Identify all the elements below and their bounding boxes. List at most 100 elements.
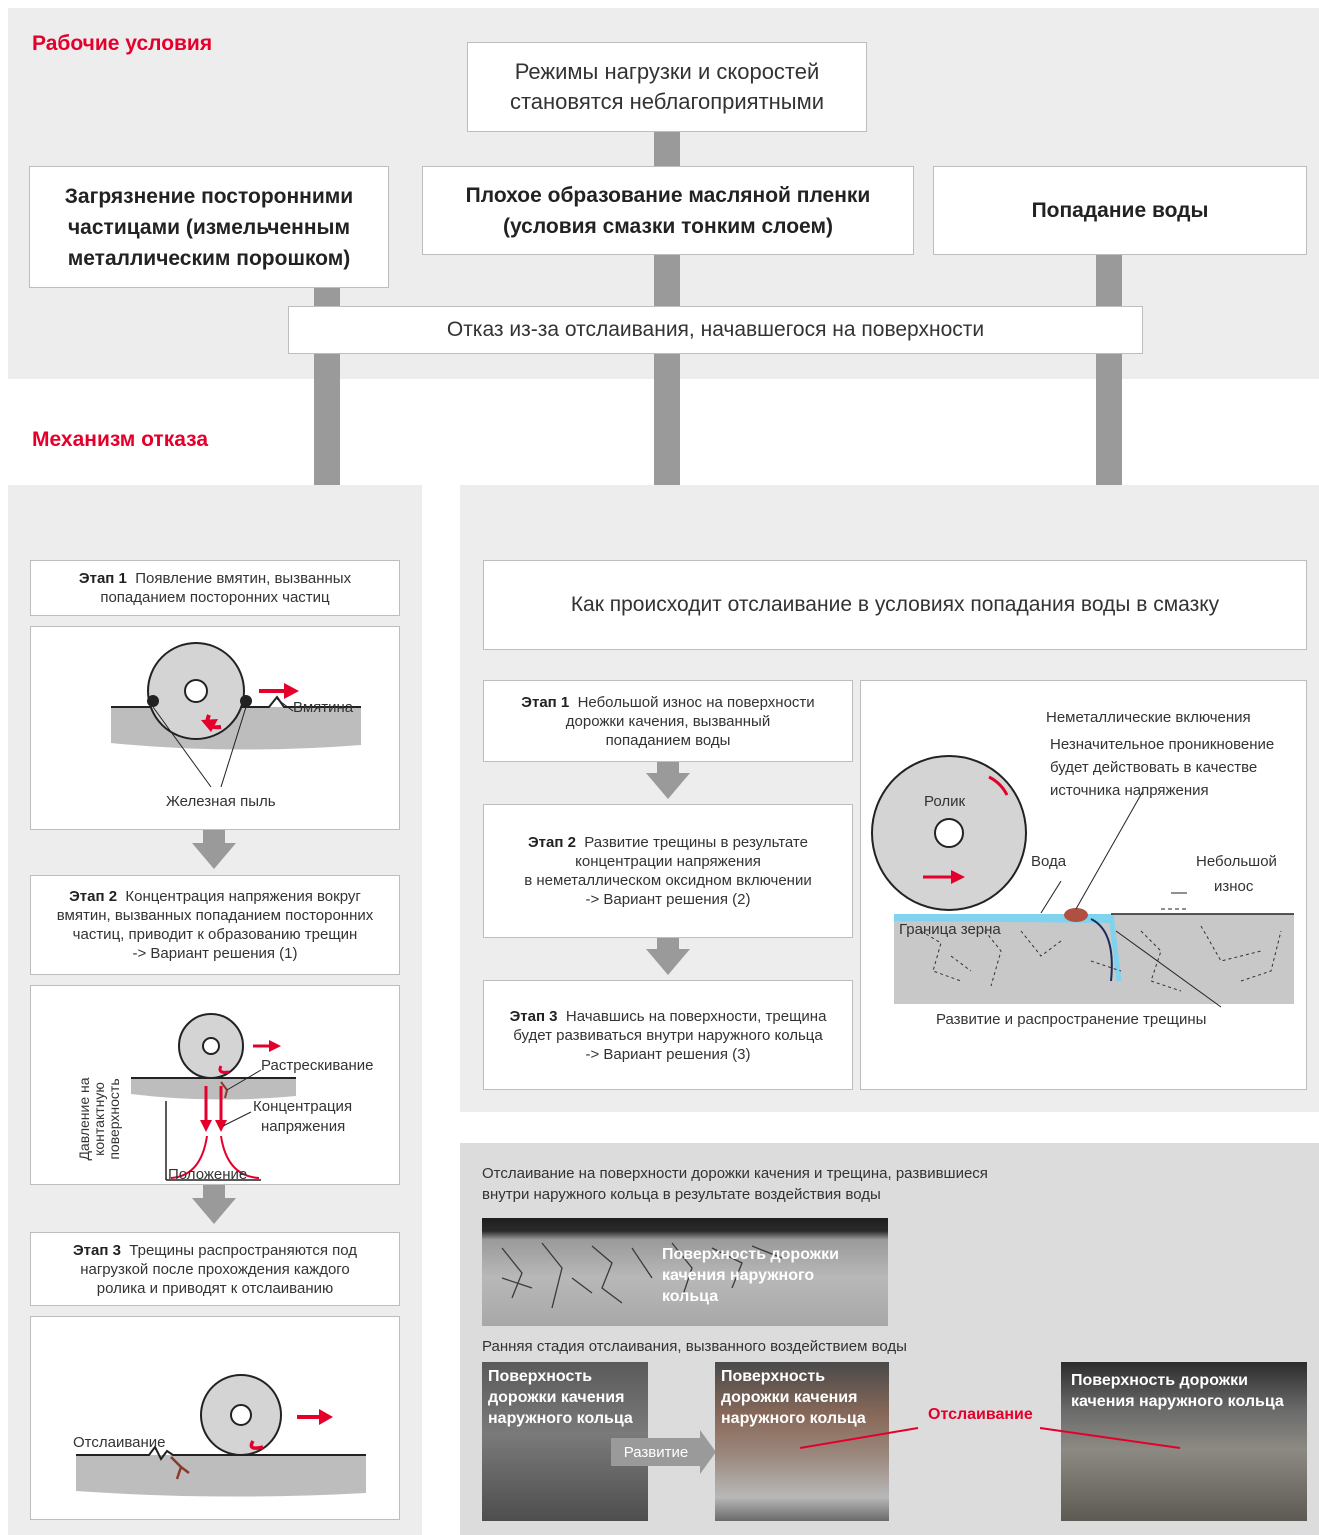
left-arrow-shaft-2 (203, 1185, 225, 1199)
water-film (894, 914, 1111, 923)
concentration-label-2: напряжения (261, 1118, 346, 1135)
right-stage-2: Этап 2 Развитие трещины в результате кон… (483, 804, 853, 938)
raceway-body (131, 1078, 296, 1100)
development-label: Развитие (623, 1443, 689, 1461)
left-diagram-3: Отслаивание (30, 1316, 400, 1520)
right-stage-1-label: Этап 1 (521, 693, 570, 711)
left-stage-3-label: Этап 3 (73, 1241, 121, 1259)
wear-label-2: износ (1214, 878, 1254, 895)
photo-2-line3: наружного кольца (488, 1410, 633, 1427)
top-connector (654, 132, 680, 166)
left-stage-3: Этап 3 Трещины распространяются под нагр… (30, 1232, 400, 1306)
dent-pointer (276, 698, 294, 712)
left-stage-3-line3: ролика и приводят к отслаиванию (96, 1279, 334, 1297)
right-stage-3-label: Этап 3 (509, 1007, 558, 1025)
inclusion-pointer (1075, 790, 1144, 910)
photo-1-line3: кольца (662, 1288, 719, 1305)
inclusions-label-4: источника напряжения (1050, 782, 1209, 799)
photo-1-line2: качения наружного (662, 1267, 815, 1284)
dust-pointer-1 (152, 706, 212, 788)
crack-network (501, 1242, 783, 1309)
failure-text: Отказ из-за отслаивания, начавшегося на … (446, 318, 985, 341)
grain-boundary-label: Граница зерна (899, 921, 1001, 938)
top-condition-box: Режимы нагрузки и скоростей становятся н… (467, 42, 867, 132)
left-stage-2: Этап 2 Концентрация напряжения вокруг вм… (30, 875, 400, 975)
surface-flaking-failure-box: Отказ из-за отслаивания, начавшегося на … (288, 306, 1143, 354)
crack-pointer (226, 1069, 262, 1091)
concentration-pointer (222, 1111, 252, 1127)
inclusions-label-2: Незначительное проникновение (1050, 736, 1275, 753)
photo-3-line3: наружного кольца (721, 1410, 866, 1427)
photo-caption-1-line1: Отслаивание на поверхности дорожки качен… (482, 1165, 988, 1182)
flaking-diagram-svg (76, 1374, 366, 1497)
right-stage-2-line1: Развитие трещины в результате (584, 834, 808, 851)
pressure-label-2: контактную (91, 1082, 107, 1156)
roller-hub-icon (202, 1037, 220, 1055)
roller-hub-icon (230, 1404, 252, 1426)
right-arrow-shaft-2 (657, 938, 679, 950)
dent-diagram-svg (111, 642, 361, 788)
left-stage-3-line1: Трещины распространяются под (129, 1241, 357, 1259)
left-stage-1: Этап 1 Появление вмятин, вызванных попад… (30, 560, 400, 616)
left-stage-2-line1: Концентрация напряжения вокруг (125, 888, 361, 905)
crack-pointer (1115, 930, 1222, 1008)
crack-icon (170, 1456, 190, 1480)
rotation-arrow-icon (249, 1440, 264, 1450)
photo-caption-1-line2: внутри наружного кольца в результате воз… (482, 1186, 881, 1203)
right-stage-1-line1: Небольшой износ на поверхности (577, 693, 815, 711)
right-stage-2-line2: концентрации напряжения (575, 853, 761, 870)
cause-oil-film: Плохое образование масляной пленки (усло… (422, 166, 914, 255)
motion-arrowhead-icon (269, 1040, 281, 1052)
stress-diagram-svg (131, 1013, 296, 1181)
crack-network-svg (501, 1242, 783, 1309)
cause-water: Попадание воды (933, 166, 1307, 255)
right-stage-3: Этап 3 Начавшись на поверхности, трещина… (483, 980, 853, 1090)
concentration-label-1: Концентрация (253, 1098, 353, 1115)
pressure-label-1: Давление на (76, 1077, 92, 1161)
water-penetration (1108, 913, 1122, 982)
inclusions-label-1: Неметаллические включения (1046, 709, 1251, 726)
photo-caption-2: Ранняя стадия отслаивания, вызванного во… (482, 1338, 907, 1355)
right-arrow-head-1 (646, 773, 690, 799)
stress-curve (170, 1135, 260, 1179)
cause-contamination-line3: металлическим порошком) (67, 246, 351, 270)
left-stage-2-line3: частиц, приводит к образованию трещин (72, 926, 358, 943)
raceway-body (76, 1455, 366, 1497)
photo-2-label: Поверхность дорожки качения наружного ко… (488, 1366, 633, 1429)
right-arrow-head-2 (646, 949, 690, 975)
dent-label: Вмятина (293, 699, 354, 716)
photo-2-line1: Поверхность (488, 1368, 593, 1385)
left-stage-3-line2: нагрузкой после прохождения каждого (80, 1260, 350, 1278)
pressure-axis-label: Давление на контактную поверхность (76, 1059, 122, 1179)
left-stage-1-line1: Появление вмятин, вызванных (135, 570, 352, 587)
right-stage-3-line3: -> Вариант решения (3) (585, 1045, 751, 1063)
right-stage-2-line3: в неметаллическом оксидном включении (524, 872, 812, 889)
wear-label-1: Небольшой (1196, 853, 1277, 870)
raceway-body (894, 914, 1294, 1004)
left-stage-1-label: Этап 1 (78, 570, 127, 587)
cause-contamination-line2: частицами (измельченным (67, 215, 350, 239)
photo-4-line1: Поверхность дорожки (1071, 1372, 1248, 1389)
left-arrow-shaft-1 (203, 830, 225, 844)
photo-4-label: Поверхность дорожки качения наружного ко… (1071, 1370, 1284, 1412)
right-stage-2-label: Этап 2 (528, 834, 576, 851)
water-diagram: Неметаллические включения Незначительное… (860, 680, 1307, 1090)
left-stage-1-line2: попаданием посторонних частиц (100, 589, 330, 606)
photo-3-line1: Поверхность (721, 1368, 826, 1385)
flaking-developed-photo: Поверхность дорожки качения наружного ко… (715, 1362, 889, 1521)
right-stage-3-line2: будет развиваться внутри наружного кольц… (513, 1026, 823, 1044)
left-stage-2-line2: вмятин, вызванных попаданием посторонних (56, 907, 374, 924)
water-label: Вода (1031, 853, 1067, 870)
motion-arrowhead-icon (284, 683, 299, 699)
photo-4-line2: качения наружного кольца (1071, 1393, 1284, 1410)
left-stage-2-line4: -> Вариант решения (1) (132, 945, 298, 962)
dust-pointer-2 (220, 706, 247, 788)
particle-icon-2 (240, 695, 252, 707)
roller-label: Ролик (924, 793, 966, 810)
arrow-shaft-right (1096, 255, 1122, 522)
photo-1-line1: Поверхность дорожки (662, 1246, 839, 1263)
left-arrow-head-1 (192, 843, 236, 869)
flaking-label: Отслаивание (73, 1434, 166, 1451)
top-condition-line2: становятся неблагоприятными (509, 89, 825, 114)
cause-water-line1: Попадание воды (1031, 198, 1209, 222)
